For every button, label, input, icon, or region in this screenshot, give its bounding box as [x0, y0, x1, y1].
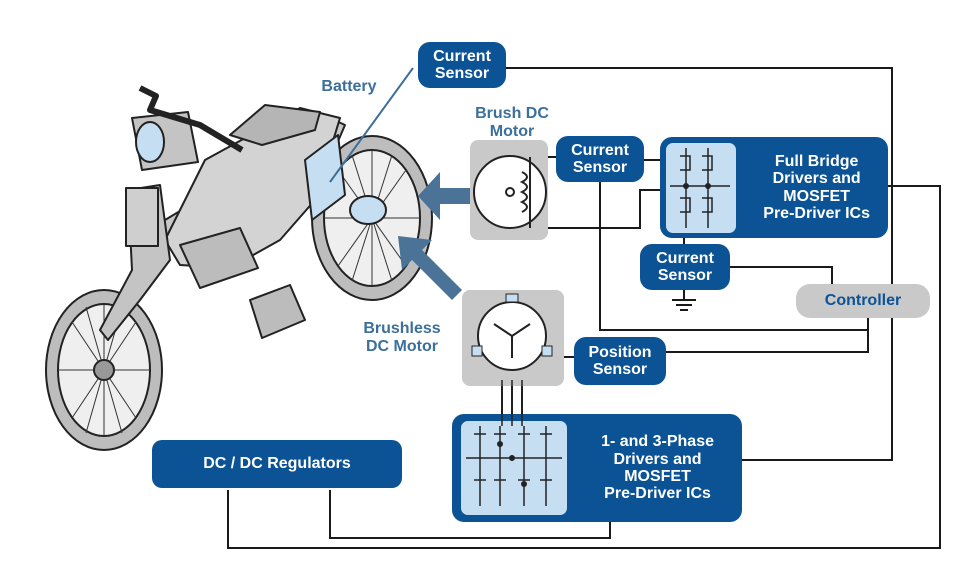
arrow-to-hub-from-brushless-motor — [398, 236, 462, 300]
seat — [229, 104, 321, 146]
dc-dc-regulators-block: DC / DC Regulators — [152, 440, 402, 488]
headlight-icon — [135, 121, 165, 163]
battery — [304, 134, 346, 221]
current-sensor-top: Current Sensor — [418, 42, 506, 88]
position-sensor-block: Position Sensor — [574, 337, 666, 385]
ground-icon — [672, 299, 696, 311]
brush-dc-motor-icon — [470, 140, 548, 240]
hub-motor — [349, 195, 387, 225]
brushless-dc-motor-icon — [462, 290, 564, 386]
current-sensor-mid: Current Sensor — [556, 136, 644, 182]
battery-label: Battery — [321, 78, 377, 95]
brush-dc-motor-label: Brush DC Motor — [475, 105, 549, 140]
phase-drivers-block: 1- and 3-Phase Drivers and MOSFET Pre-Dr… — [452, 414, 742, 522]
arrow-to-hub-from-brush-motor — [418, 172, 470, 220]
controller-block: Controller — [796, 284, 930, 318]
full-bridge-drivers-block: Full Bridge Drivers and MOSFET Pre-Drive… — [660, 137, 888, 238]
scooter-illustration — [45, 85, 433, 451]
front-wheel — [45, 289, 163, 451]
current-sensor-low: Current Sensor — [640, 244, 730, 290]
brushless-dc-motor-label: Brushless DC Motor — [363, 320, 441, 355]
